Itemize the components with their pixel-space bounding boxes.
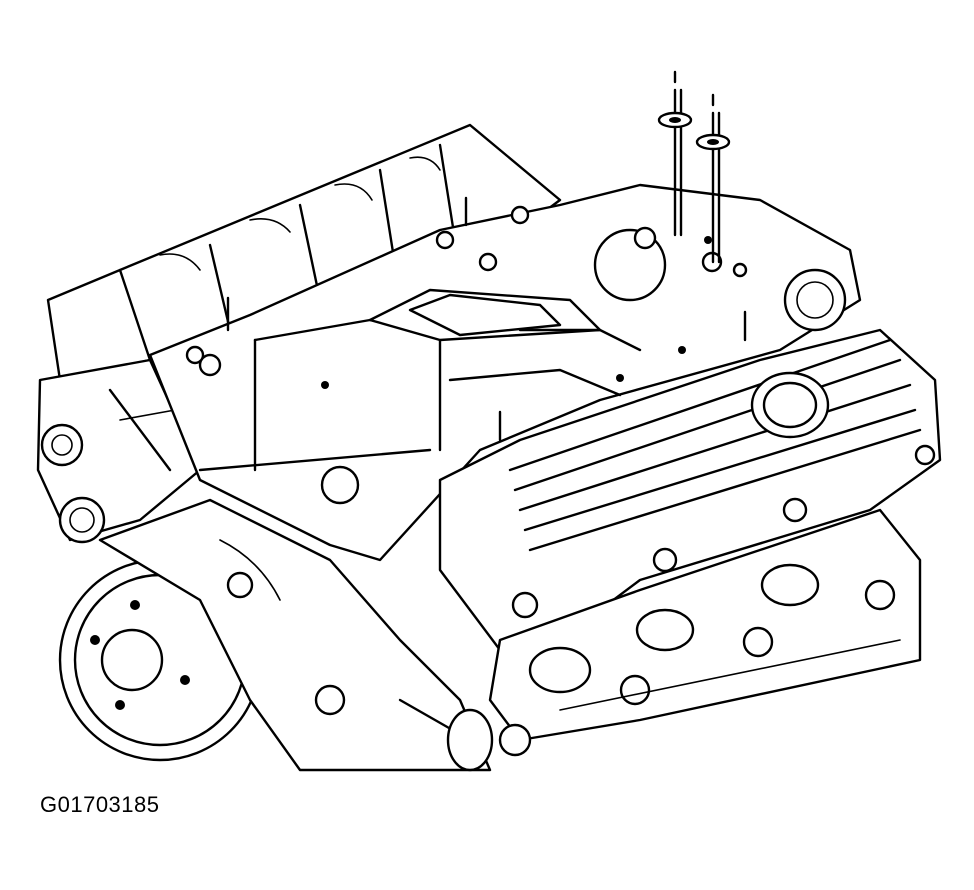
manifold-bolts — [226, 70, 747, 442]
front-cover — [98, 498, 494, 772]
right-cylinder-head — [488, 508, 922, 757]
left-cylinder-head — [36, 358, 202, 544]
intake-manifold — [148, 183, 862, 562]
figure-code: G01703185 — [40, 792, 160, 817]
right-valve-cover — [438, 328, 942, 652]
